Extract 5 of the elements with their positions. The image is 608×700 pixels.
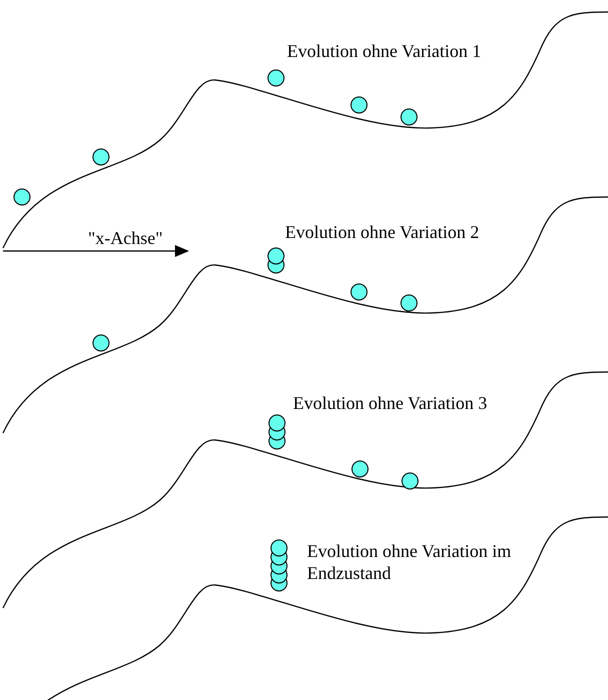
axis-label: "x-Achse": [88, 227, 164, 249]
curve-caption: Evolution ohne Variation 2: [285, 221, 480, 243]
curve-caption: Evolution ohne Variation 1: [287, 40, 482, 62]
curve-caption: Evolution ohne Variation 3: [293, 392, 488, 414]
curve-caption: Evolution ohne Variation im Endzustand: [307, 540, 512, 584]
